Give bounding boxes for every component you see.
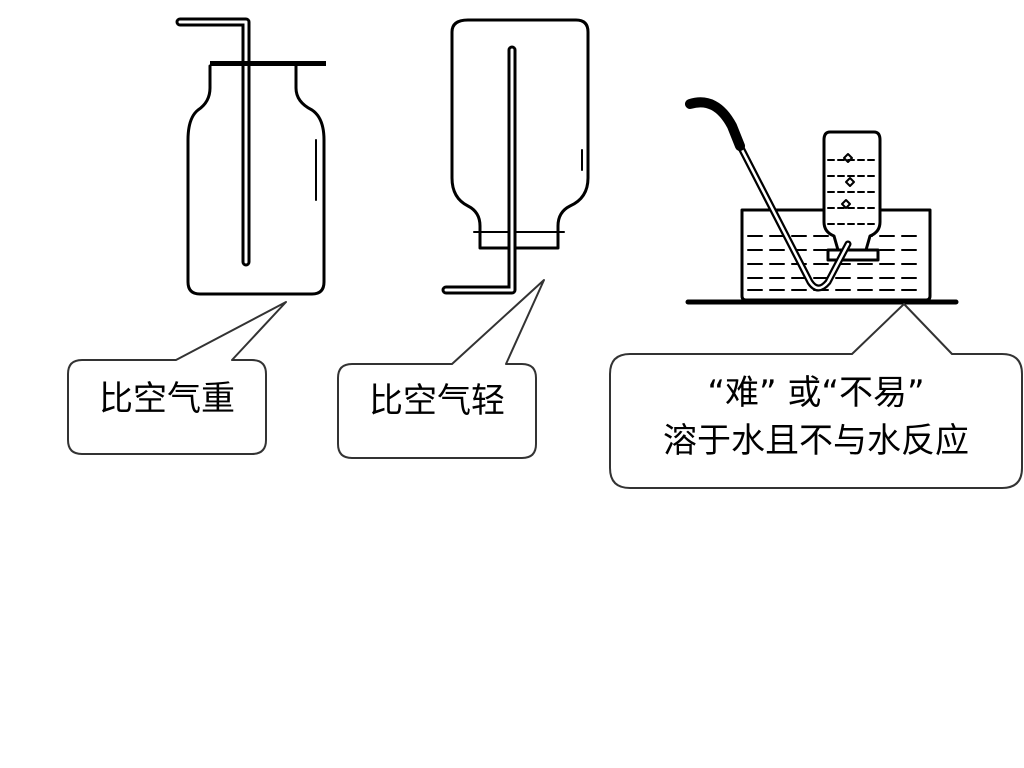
callout-leader-water [851, 303, 953, 355]
callout-leader-lighter [451, 279, 545, 365]
callout-heavier-text: 比空气重 [99, 379, 235, 419]
inverted-delivery-tube [441, 45, 517, 295]
water-displacement-figure [685, 97, 959, 355]
glass-cover-plate [210, 61, 326, 66]
downward-air-displacement-figure [441, 18, 590, 365]
gas-bubbles [841, 153, 855, 209]
upward-air-displacement-figure [175, 17, 326, 361]
rubber-hose [685, 97, 745, 151]
upright-bottle-outline [186, 64, 326, 296]
callout-water: “难” 或“不易” 溶于水且不与水反应 [609, 353, 1023, 489]
callout-lighter-text: 比空气轻 [369, 381, 505, 421]
upright-delivery-tube [175, 17, 251, 267]
water-trough [740, 208, 932, 302]
inverted-bottle-outline [450, 18, 590, 250]
callout-water-line1: “难” 或“不易” [707, 373, 924, 413]
callout-heavier: 比空气重 [67, 359, 267, 455]
callout-lighter: 比空气轻 [337, 363, 537, 459]
callout-water-line2: 溶于水且不与水反应 [663, 421, 969, 461]
callout-leader-heavier [175, 301, 287, 361]
